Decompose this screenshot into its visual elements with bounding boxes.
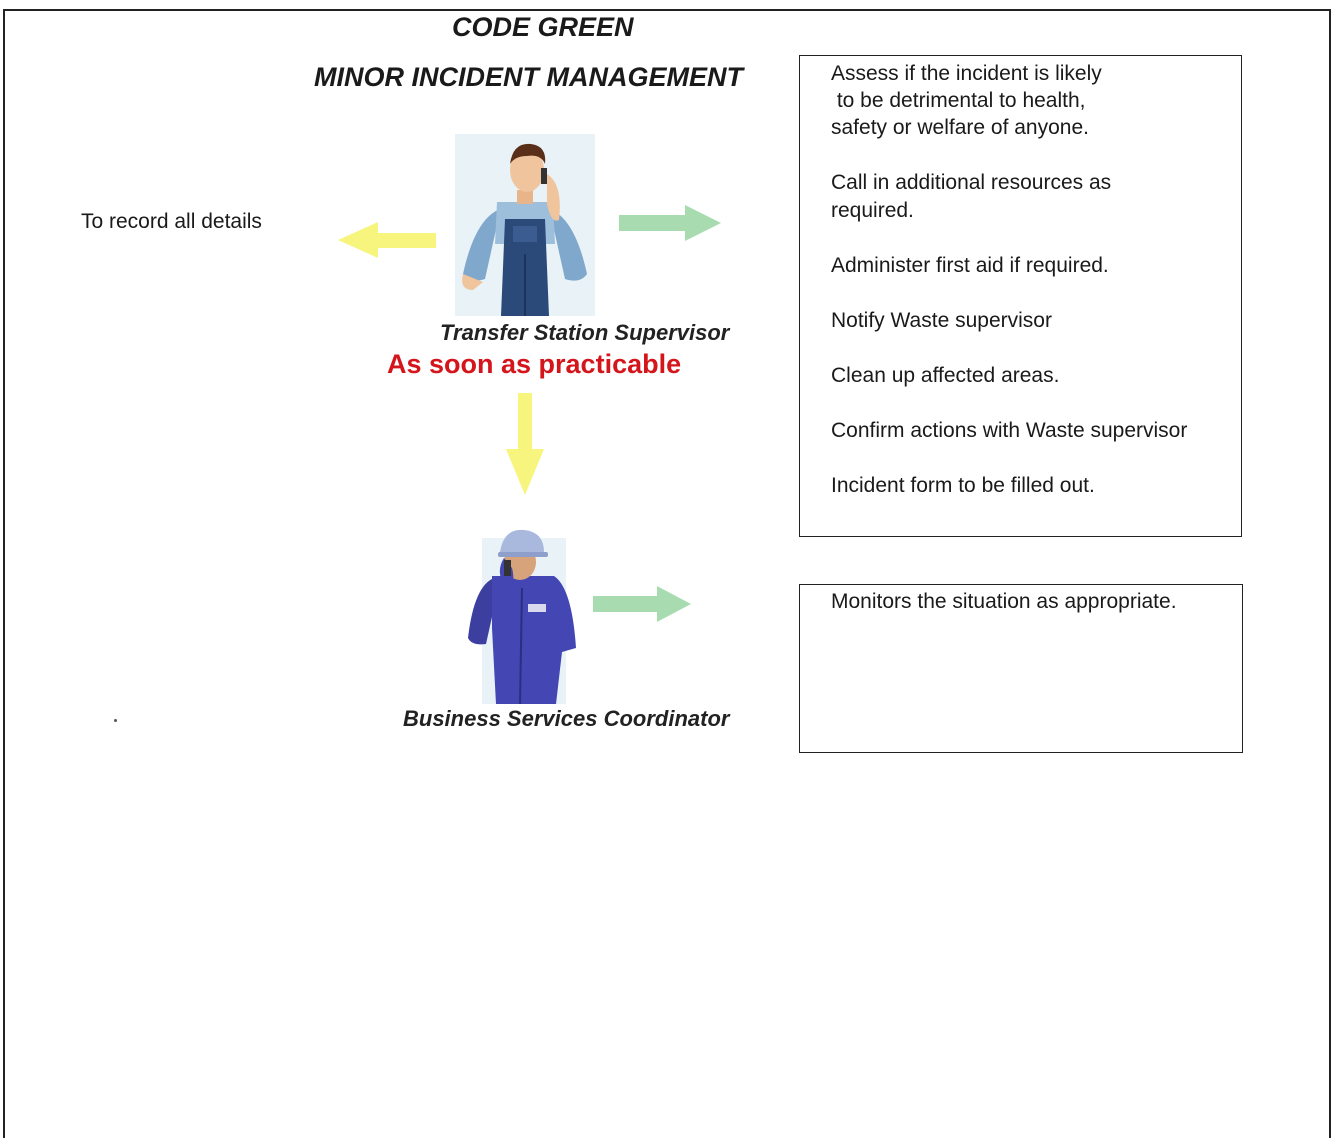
right-arrow-icon <box>593 586 691 622</box>
worker-on-phone-icon <box>455 134 595 316</box>
action-text: Clean up affected areas. <box>831 364 1060 387</box>
coordinator-role-label: Business Services Coordinator <box>403 706 730 731</box>
action-text: Call in additional resources as <box>831 171 1112 194</box>
record-details-note: To record all details <box>81 210 262 233</box>
right-arrow-icon <box>619 205 721 241</box>
page-title: CODE GREEN <box>452 12 634 42</box>
action-text: required. <box>831 199 914 222</box>
action-text: Incident form to be filled out. <box>831 474 1095 497</box>
action-text: Notify Waste supervisor <box>831 309 1052 332</box>
left-arrow-icon <box>338 222 436 258</box>
stray-dot <box>114 719 117 722</box>
page-subtitle: MINOR INCIDENT MANAGEMENT <box>314 62 743 92</box>
action-text: to be detrimental to health, <box>831 89 1086 112</box>
worker-hardhat-phone-icon <box>468 529 576 705</box>
supervisor-role-label: Transfer Station Supervisor <box>440 320 730 345</box>
coordinator-actions-box: Monitors the situation as appropriate. <box>799 584 1243 753</box>
supervisor-actions-box: Assess if the incident is likely to be d… <box>799 55 1242 537</box>
action-text: safety or welfare of anyone. <box>831 116 1089 139</box>
action-text: Confirm actions with Waste supervisor <box>831 419 1188 442</box>
page-frame <box>3 9 1331 1138</box>
action-text: Assess if the incident is likely <box>831 62 1102 85</box>
down-arrow-icon <box>506 393 544 495</box>
action-text: Administer first aid if required. <box>831 254 1109 277</box>
timing-label: As soon as practicable <box>387 349 682 379</box>
action-text: Monitors the situation as appropriate. <box>831 590 1177 613</box>
